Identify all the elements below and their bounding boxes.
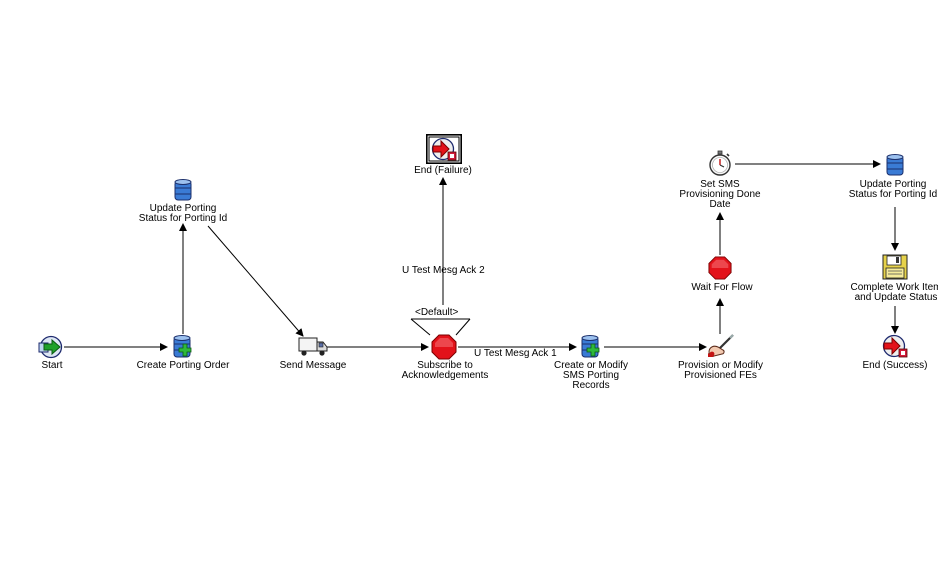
database-plus-icon bbox=[581, 335, 600, 358]
provision-modify-node[interactable] bbox=[706, 332, 736, 358]
create-porting-order-label: Create Porting Order bbox=[136, 360, 230, 371]
edge-update-status-to-send-message bbox=[207, 225, 304, 337]
set-sms-date-label: Set SMS Provisioning Done Date bbox=[679, 179, 761, 210]
subscribe-label: Subscribe to Acknowledgements bbox=[401, 360, 489, 381]
create-modify-sms-label: Create or Modify SMS Porting Records bbox=[554, 360, 628, 391]
truck-icon bbox=[298, 337, 328, 356]
database-plus-icon bbox=[173, 335, 192, 358]
start-arrow-icon bbox=[38, 335, 63, 359]
stopwatch-icon bbox=[709, 150, 731, 176]
create-modify-sms-node[interactable] bbox=[579, 334, 603, 360]
update-porting-status-node-2[interactable] bbox=[884, 153, 906, 177]
update-porting-status-label-1: Update Porting Status for Porting Id bbox=[138, 203, 228, 224]
edge-label-ack2: U Test Mesg Ack 2 bbox=[402, 265, 485, 276]
start-node[interactable] bbox=[38, 335, 64, 359]
create-porting-order-node[interactable] bbox=[171, 334, 195, 360]
complete-work-item-node[interactable] bbox=[882, 254, 908, 280]
stop-sign-icon bbox=[708, 256, 732, 280]
database-icon bbox=[886, 154, 904, 176]
update-porting-status-node-1[interactable] bbox=[172, 178, 194, 202]
end-failure-node[interactable] bbox=[425, 133, 463, 165]
complete-work-item-label: Complete Work Item and Update Status bbox=[850, 282, 938, 303]
database-icon bbox=[174, 179, 192, 201]
end-arrow-icon bbox=[882, 334, 908, 358]
end-success-label: End (Success) bbox=[862, 360, 928, 371]
floppy-disk-icon bbox=[882, 254, 908, 280]
send-message-node[interactable] bbox=[298, 336, 328, 358]
subscribe-node[interactable] bbox=[431, 334, 457, 360]
edge-label-ack1: U Test Mesg Ack 1 bbox=[474, 348, 557, 359]
end-failure-label: End (Failure) bbox=[414, 165, 472, 176]
update-porting-status-label-2: Update Porting Status for Porting Id bbox=[848, 179, 938, 200]
provision-modify-label: Provision or Modify Provisioned FEs bbox=[677, 360, 764, 381]
stop-sign-icon bbox=[431, 334, 457, 360]
wait-for-flow-label: Wait For Flow bbox=[691, 282, 753, 293]
edge-label-default: <Default> bbox=[415, 307, 459, 318]
wait-for-flow-node[interactable] bbox=[708, 256, 732, 280]
end-arrow-icon bbox=[425, 133, 463, 165]
default-branch-bracket bbox=[410, 318, 471, 336]
send-message-label: Send Message bbox=[279, 360, 347, 371]
set-sms-date-node[interactable] bbox=[707, 150, 733, 176]
hand-pen-icon bbox=[708, 334, 734, 357]
end-success-node[interactable] bbox=[881, 334, 909, 360]
start-label: Start bbox=[41, 360, 63, 371]
